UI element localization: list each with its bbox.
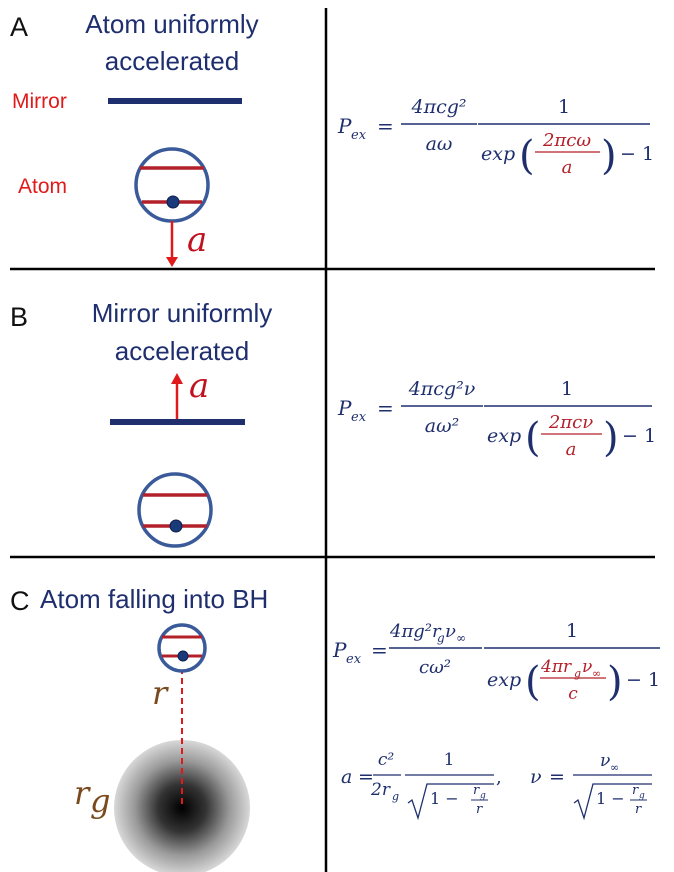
equation-c: P ex = 4πg²r g ν ∞ cω² 1 exp ( 4πr g ν ∞… (332, 620, 660, 705)
panel-c: C Atom falling into BH r r g (10, 584, 268, 872)
accel-symbol-a: a (187, 220, 207, 260)
eq-c-lhs-sub: ex (346, 652, 362, 667)
panel-a-title-line2: accelerated (105, 46, 239, 76)
atom-b (137, 472, 213, 548)
panel-b-title-line2: accelerated (115, 336, 249, 366)
eq-accel-equals: = (358, 766, 374, 788)
radius-symbol: r (74, 774, 91, 812)
eq-a-equals: = (377, 114, 394, 138)
eq-b-coef-num: 4πcg²ν (408, 378, 476, 400)
eq-c-coef-den: cω² (419, 657, 451, 678)
eq-c-exp-num-tail: ν (582, 657, 592, 677)
eq-a-coef-den: aω (426, 133, 453, 155)
panel-b: B Mirror uniformly accelerated a (10, 298, 273, 548)
eq-nu-num-sub: ∞ (610, 761, 619, 774)
panel-a-title-line1: Atom uniformly (85, 9, 258, 39)
eq-c-exp-num: 4πr (540, 657, 572, 677)
eq-accel-den: 2r (370, 780, 391, 800)
eq-a-coef-num: 4πcg² (411, 96, 467, 118)
panel-b-letter: B (10, 302, 28, 332)
eq-c-exp-den: c (568, 684, 578, 704)
eq-c-paren-open: ( (525, 659, 541, 705)
atom-c (157, 623, 207, 673)
accel-symbol-b: a (189, 366, 209, 406)
eq-c-coef-num-tail: ν (445, 621, 456, 642)
panel-c-title: Atom falling into BH (40, 584, 268, 614)
eq-c-minus-one: − 1 (626, 669, 660, 691)
eq-nu-sqrt-one: 1 − (596, 789, 625, 808)
eq-accel-sqrt-r: r (473, 783, 480, 798)
eq-b-minus-one: − 1 (622, 425, 656, 447)
eq-nu-sqrt-r: r (632, 783, 639, 798)
eq-accel-lhs: a (341, 766, 352, 788)
eq-nu-sqrt-den: r (635, 802, 642, 817)
eq-c-one: 1 (566, 620, 578, 642)
accel-arrow-a (166, 221, 178, 267)
equation-acceleration: a = c² 2r g 1 1 − r g r , (341, 750, 502, 821)
atom-a (134, 147, 210, 223)
eq-c-exp-num-sub: g (574, 667, 581, 680)
eq-a-paren-open: ( (519, 133, 535, 179)
equation-b: P ex = 4πcg²ν aω² 1 exp ( 2πcν a ) − 1 (337, 378, 656, 461)
eq-b-lhs-sub: ex (351, 410, 367, 425)
eq-b-exp-num: 2πcν (548, 412, 593, 433)
eq-a-exp: exp (481, 143, 515, 165)
eq-a-exp-num: 2πcω (542, 130, 591, 151)
panel-a: A Atom uniformly accelerated Mirror Atom… (10, 9, 259, 267)
equation-a: P ex = 4πcg² aω 1 exp ( 2πcω a ) − 1 (337, 96, 654, 179)
equation-frequency: ν = ν ∞ 1 − r g r (530, 751, 652, 821)
eq-a-exp-den: a (562, 157, 573, 178)
eq-accel-den-sub: g (392, 790, 399, 803)
eq-accel-sqrt-one: 1 − (430, 789, 459, 808)
eq-a-lhs: P (337, 114, 352, 138)
eq-b-coef-den: aω² (425, 415, 459, 437)
radius-subscript: g (90, 782, 110, 820)
accel-arrow-b (171, 373, 183, 420)
eq-a-minus-one: − 1 (620, 143, 654, 165)
eq-a-paren-close: ) (601, 133, 617, 179)
eq-a-one: 1 (558, 96, 570, 118)
atom-label: Atom (18, 175, 67, 198)
eq-accel-comma: , (496, 767, 502, 788)
eq-c-exp: exp (487, 669, 521, 691)
eq-nu-equals: = (549, 766, 565, 788)
eq-accel-sqrt-den: r (476, 802, 483, 817)
eq-nu-num: ν (600, 751, 610, 771)
eq-b-exp: exp (487, 425, 521, 447)
mirror-b (110, 419, 245, 425)
mirror-a (108, 98, 242, 104)
eq-nu-lhs: ν (530, 766, 542, 788)
eq-c-exp-num-tail-sub: ∞ (592, 667, 601, 680)
eq-nu-sqrt-r-sub: g (639, 791, 645, 801)
eq-c-coef-num-tail-sub: ∞ (456, 631, 466, 645)
eq-a-lhs-sub: ex (351, 128, 367, 143)
eq-b-one: 1 (561, 378, 573, 400)
eq-c-equals: = (371, 638, 388, 662)
eq-c-paren-close: ) (607, 659, 623, 705)
eq-accel-num: c² (378, 750, 395, 770)
eq-c-lhs: P (332, 638, 347, 662)
eq-b-equals: = (377, 396, 394, 420)
distance-symbol: r (152, 674, 169, 712)
eq-b-paren-open: ( (525, 415, 541, 461)
panel-b-title-line1: Mirror uniformly (92, 298, 273, 328)
panel-a-letter: A (10, 12, 28, 42)
eq-accel-sqrt-r-sub: g (480, 791, 486, 801)
eq-b-lhs: P (337, 396, 352, 420)
mirror-label: Mirror (12, 90, 67, 113)
eq-c-coef-num-sub: g (437, 631, 445, 645)
panel-c-letter: C (10, 586, 30, 616)
eq-b-paren-close: ) (603, 415, 619, 461)
eq-accel-one: 1 (444, 750, 455, 770)
black-hole (114, 740, 250, 872)
eq-b-exp-den: a (566, 439, 577, 460)
eq-c-coef-num: 4πg²r (389, 621, 442, 642)
